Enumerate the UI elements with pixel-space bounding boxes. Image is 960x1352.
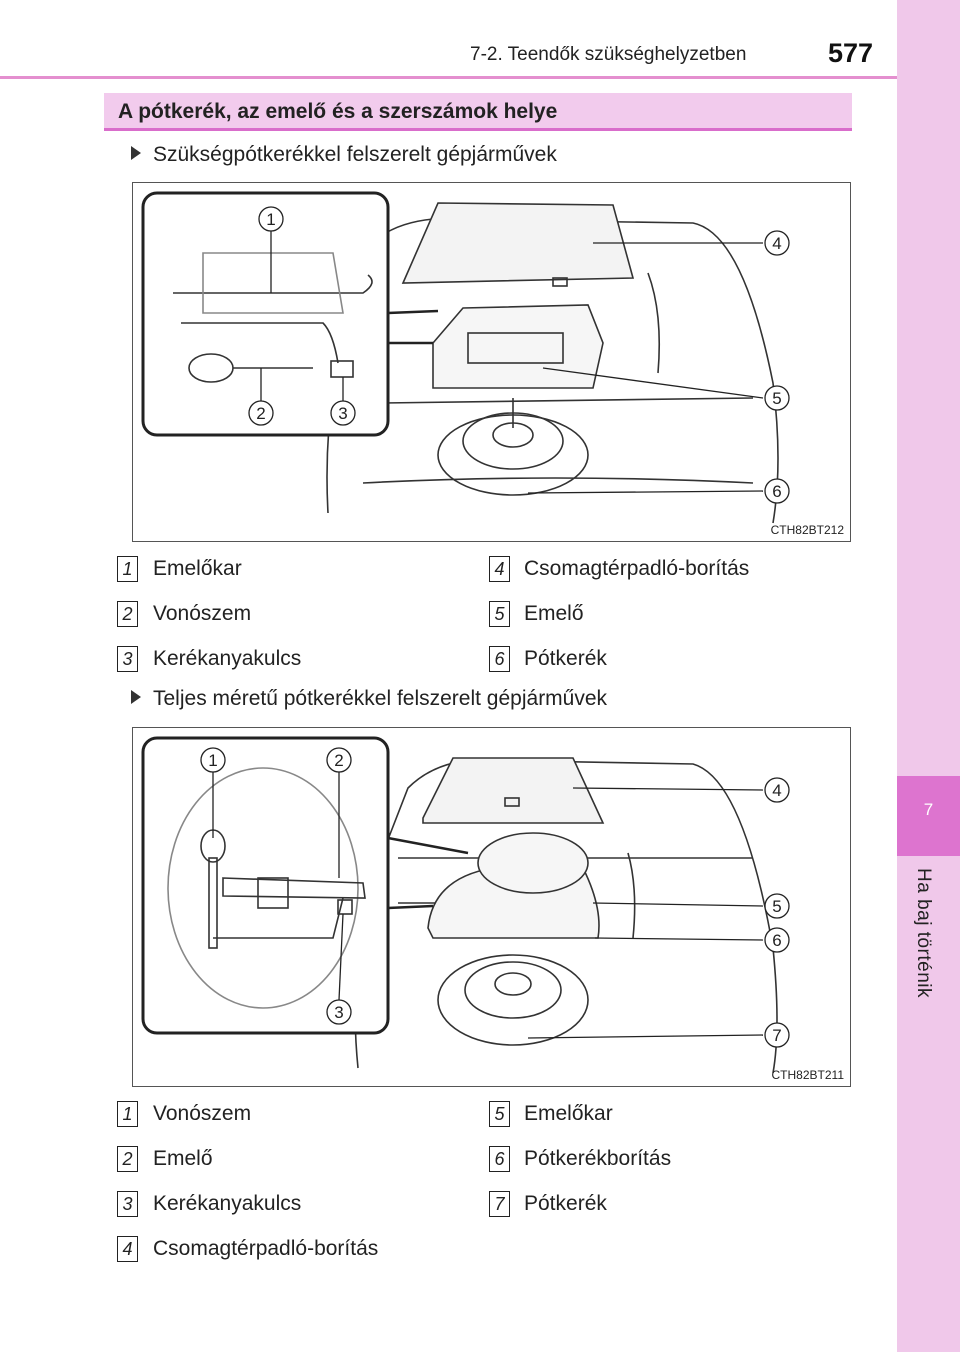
figure1-callout: 2 xyxy=(256,404,265,423)
page-number: 577 xyxy=(828,38,874,68)
figure2-callout: 5 xyxy=(772,897,781,916)
section-heading: A pótkerék, az emelő és a szerszámok hel… xyxy=(104,93,852,131)
legend-label: Emelőkar xyxy=(524,1102,613,1125)
legend-number: 1 xyxy=(117,556,138,582)
figure2-code: CTH82BT211 xyxy=(771,1068,844,1082)
side-tab-number: 7 xyxy=(923,800,934,819)
side-tab xyxy=(897,0,960,1352)
legend-number: 7 xyxy=(489,1191,510,1217)
legend-number: 2 xyxy=(117,1146,138,1172)
legend-number: 6 xyxy=(489,1146,510,1172)
legend-label: Pótkerék xyxy=(524,1192,607,1215)
figure2-callout: 1 xyxy=(208,751,217,770)
figure1-drawing: 1 2 3 4 5 6 xyxy=(141,191,790,524)
legend-label: Kerékanyakulcs xyxy=(153,1192,302,1215)
legend-number: 5 xyxy=(489,601,510,627)
legend-label: Kerékanyakulcs xyxy=(153,647,302,670)
side-tab-marker xyxy=(897,776,960,856)
legend-label: Emelő xyxy=(153,1147,213,1170)
figure1-callout: 5 xyxy=(772,389,781,408)
figure2-caption: Teljes méretű pótkerékkel felszerelt gép… xyxy=(131,687,607,711)
figure2-drawing: 1 2 3 4 5 6 7 xyxy=(141,736,790,1074)
figure2-callout: 2 xyxy=(334,751,343,770)
legend-label: Csomagtérpadló-borítás xyxy=(153,1237,379,1260)
legend-label: Vonószem xyxy=(153,602,252,625)
bullet-arrow-icon xyxy=(131,690,141,704)
figure1-illustration: 1 2 3 4 5 6 CTH82BT212 xyxy=(132,182,851,542)
figure2-callout: 4 xyxy=(772,781,781,800)
figure1-callout: 4 xyxy=(772,234,781,253)
side-tab-label: Ha baj történik xyxy=(913,868,934,999)
figure1-callout: 6 xyxy=(772,482,781,501)
legend-number: 3 xyxy=(117,1191,138,1217)
legend-label: Pótkerékborítás xyxy=(524,1147,672,1170)
legend-number: 6 xyxy=(489,646,510,672)
chapter-title: 7-2. Teendők szükséghelyzetben xyxy=(470,44,747,65)
legend-number: 5 xyxy=(489,1101,510,1127)
legend-label: Vonószem xyxy=(153,1102,252,1125)
figure2-callout: 3 xyxy=(334,1003,343,1022)
bullet-arrow-icon xyxy=(131,146,141,160)
legend-label: Csomagtérpadló-borítás xyxy=(524,557,750,580)
legend-number: 2 xyxy=(117,601,138,627)
legend-label: Emelőkar xyxy=(153,557,242,580)
header-rule xyxy=(0,76,897,79)
legend-number: 4 xyxy=(117,1236,138,1262)
figure1-caption: Szükségpótkerékkel felszerelt gépjárműve… xyxy=(131,143,557,167)
figure2-caption-text: Teljes méretű pótkerékkel felszerelt gép… xyxy=(153,687,608,710)
figure2-callout: 6 xyxy=(772,931,781,950)
figure2-illustration: 1 2 3 4 5 6 7 CTH82BT211 xyxy=(132,727,851,1087)
legend-label: Pótkerék xyxy=(524,647,607,670)
legend-number: 1 xyxy=(117,1101,138,1127)
legend-number: 3 xyxy=(117,646,138,672)
figure2-callout: 7 xyxy=(772,1026,781,1045)
legend-number: 4 xyxy=(489,556,510,582)
legend-label: Emelő xyxy=(524,602,584,625)
figure1-caption-text: Szükségpótkerékkel felszerelt gépjárműve… xyxy=(153,143,557,166)
figure1-callout: 1 xyxy=(266,210,275,229)
section-heading-text: A pótkerék, az emelő és a szerszámok hel… xyxy=(118,100,558,123)
figure1-code: CTH82BT212 xyxy=(770,523,844,537)
figure1-callout: 3 xyxy=(338,404,347,423)
